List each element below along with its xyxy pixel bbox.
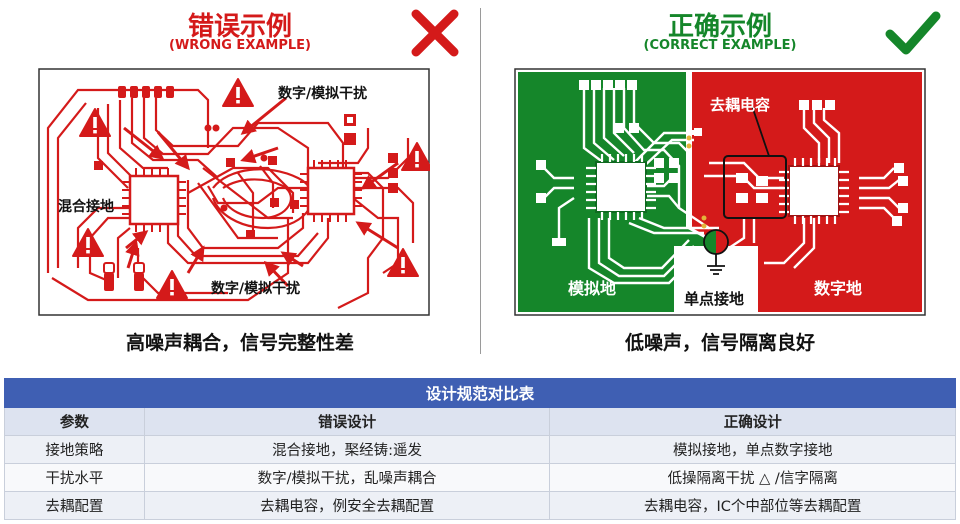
single-point-ground-icon xyxy=(703,229,729,275)
wrong-caption: 高噪声耦合，信号完整性差 xyxy=(125,332,354,354)
interference-arrows xyxy=(123,96,399,288)
analog-ic xyxy=(586,154,656,220)
wrong-example-panel: 错误示例 (WRONG EXAMPLE) xyxy=(0,0,480,370)
callout-mixed-ground: 混合接地 xyxy=(58,198,114,215)
mixed-ic-left xyxy=(122,168,186,232)
decoupling-leader xyxy=(751,105,770,157)
hollow-pads xyxy=(103,115,355,274)
header-correct: 正确设计 xyxy=(549,407,956,436)
components xyxy=(94,86,398,291)
correct-subtitle: (CORRECT EXAMPLE) xyxy=(643,38,797,53)
wrong-title: 错误示例 xyxy=(187,12,292,42)
row-correct: 低操隔离干扰 △ /信字隔离 xyxy=(549,463,956,492)
row-label: 接地策略 xyxy=(4,435,145,464)
wrong-pcb-board: 混合接地 数字/模拟干扰 数字/模拟干扰 xyxy=(38,68,430,316)
row-correct: 模拟接地，单点数字接地 xyxy=(549,435,956,464)
table-row: 接地策略 混合接地，棸经铸:遥发 模拟接地，单点数字接地 xyxy=(4,435,956,464)
label-single-point: 单点接地 xyxy=(684,290,744,308)
row-correct: 去耦电容，IC个中部位等去耦配置 xyxy=(549,491,956,520)
digital-ic xyxy=(779,158,849,224)
panel-divider xyxy=(480,8,481,354)
row-label: 干扰水平 xyxy=(4,463,145,492)
row-wrong: 数字/模拟干扰，乱噪声耦合 xyxy=(143,463,551,492)
callout-interference-bottom: 数字/模拟干扰 xyxy=(211,280,300,297)
wrong-subtitle: (WRONG EXAMPLE) xyxy=(169,38,311,53)
zone-bridges xyxy=(686,135,707,229)
mixed-ic-right xyxy=(300,160,362,222)
green-check-icon xyxy=(885,11,941,55)
table-title: 设计规范对比表 xyxy=(4,378,956,408)
single-point-area xyxy=(674,258,758,312)
digital-pads xyxy=(736,100,908,226)
row-label: 去耦配置 xyxy=(4,491,145,520)
callout-interference-top: 数字/模拟干扰 xyxy=(278,85,367,102)
correct-caption: 低噪声，信号隔离良好 xyxy=(624,332,815,354)
digital-traces xyxy=(704,108,900,269)
row-wrong: 混合接地，棸经铸:遥发 xyxy=(143,435,551,464)
red-x-icon xyxy=(411,9,459,57)
decoupling-highlight xyxy=(723,155,787,219)
correct-title: 正确示例 xyxy=(667,12,772,42)
header-param: 参数 xyxy=(4,407,145,436)
label-digital-ground: 数字地 xyxy=(814,279,862,298)
label-analog-ground: 模拟地 xyxy=(568,279,616,298)
table-row: 干扰水平 数字/模拟干扰，乱噪声耦合 低操隔离干扰 △ /信字隔离 xyxy=(4,463,956,492)
comparison-table: 设计规范对比表 参数 错误设计 正确设计 接地策略 混合接地，棸经铸:遥发 模拟… xyxy=(4,378,956,520)
correct-example-panel: 正确示例 (CORRECT EXAMPLE) xyxy=(482,0,960,370)
header-wrong: 错误设计 xyxy=(143,407,551,436)
table-row: 去耦配置 去耦电容，例安全去耦配置 去耦电容，IC个中部位等去耦配置 xyxy=(4,491,956,520)
correct-pcb-board: 模拟地 数字地 单点接地 去耦电容 xyxy=(514,68,926,316)
analog-pads xyxy=(536,80,702,246)
label-decoupling: 去耦电容 xyxy=(710,96,770,114)
row-wrong: 去耦电容，例安全去耦配置 xyxy=(143,491,551,520)
